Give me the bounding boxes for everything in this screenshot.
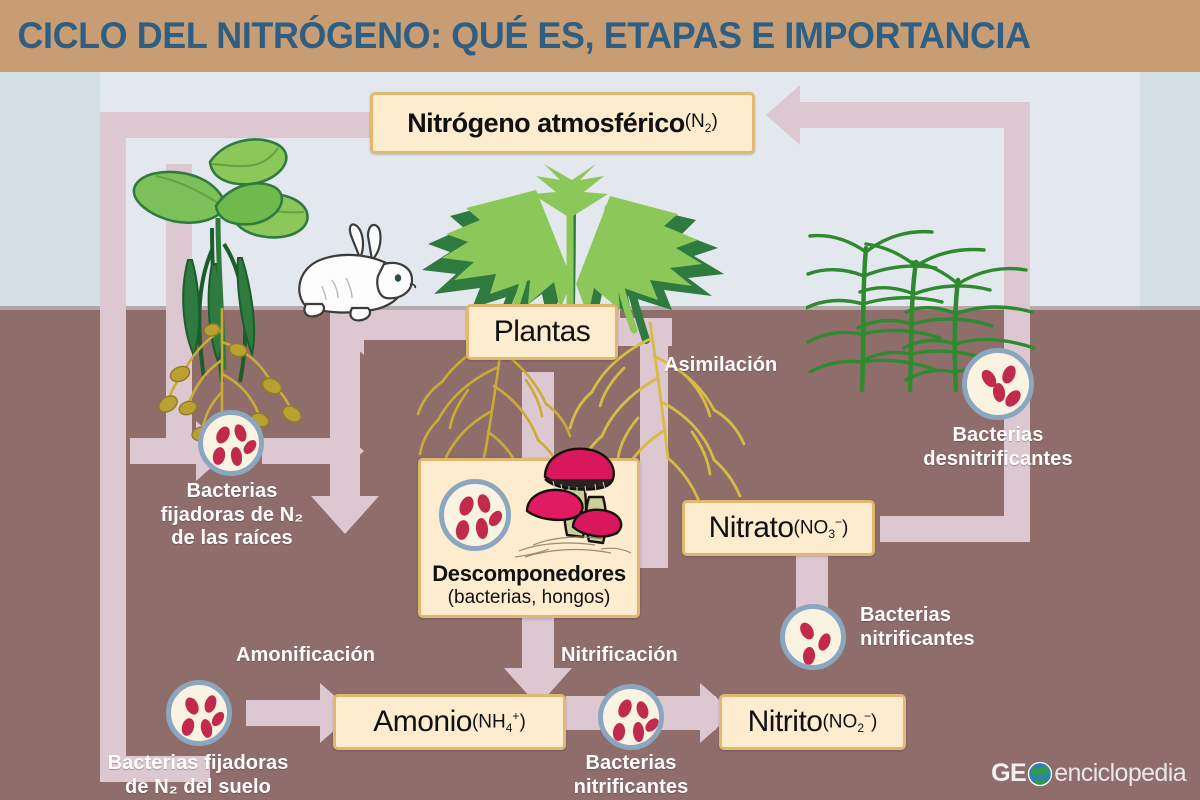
diagram-canvas: Nitrógeno atmosférico(N2) Plantas Nitrat…	[0, 72, 1200, 800]
label-assimilation: Asimilación	[664, 354, 778, 376]
label-root-fixing-line2: fijadoras de N₂	[160, 503, 304, 526]
mushroom-illustration	[514, 447, 632, 558]
bacteria-icon-root-fixing	[198, 410, 264, 476]
arrow-soil-to-atmosphere-vertical	[100, 112, 126, 782]
label-nitrifying-bacteria-right: Bacterias nitrificantes	[860, 604, 1050, 651]
atmospheric-nitrogen-formula: (N2)	[684, 111, 718, 135]
brand-logo[interactable]: GE enciclopedia	[991, 759, 1187, 788]
box-nitrate[interactable]: Nitrato(NO3−)	[682, 500, 875, 556]
label-denitrifying-line2: desnitrificantes	[923, 447, 1073, 470]
bamboo-plant-illustration	[806, 229, 1036, 392]
arrow-head-left-descend	[311, 496, 379, 534]
arrow-soil-bacteria-to-ammonium	[246, 700, 326, 726]
nitrate-formula: (NO3−)	[793, 514, 849, 542]
globe-icon	[1028, 761, 1053, 786]
bacteria-icon-denitrifying	[962, 348, 1034, 420]
atmospheric-nitrogen-name: Nitrógeno atmosférico	[407, 107, 685, 138]
label-soil-fixing-bacteria: Bacterias fijadoras de N₂ del suelo	[68, 752, 328, 799]
label-denitrifying-bacteria: Bacterias desnitrificantes	[878, 424, 1118, 471]
box-atmospheric-nitrogen[interactable]: Nitrógeno atmosférico(N2)	[370, 92, 755, 154]
logo-secondary-text: enciclopedia	[1054, 759, 1186, 787]
arrow-denitrifying-riser	[1004, 102, 1030, 532]
bacteria-icon-nitrifying-bottom	[598, 684, 664, 750]
header-banner: CICLO DEL NITRÓGENO: QUÉ ES, ETAPAS E IM…	[0, 0, 1200, 72]
label-soil-fixing-line2: de N₂ del suelo	[125, 775, 271, 798]
arrow-head-to-atmosphere	[766, 85, 800, 145]
label-root-fixing-bacteria: Bacterias fijadoras de N₂ de las raíces	[122, 480, 342, 551]
card-decomposers[interactable]: Descomponedores (bacterias, hongos)	[418, 447, 640, 618]
label-nitrifying-right-line1: Bacterias	[860, 604, 951, 626]
ammonium-name: Amonio	[373, 705, 472, 738]
label-root-fixing-line3: de las raíces	[171, 527, 293, 550]
label-nitrifying-bottom-line1: Bacterias	[585, 752, 677, 774]
plant-roots-right-illustration	[568, 322, 746, 522]
box-nitrite[interactable]: Nitrito(NO2−)	[719, 694, 906, 750]
rabbit-illustration	[298, 223, 417, 322]
arrow-decomposers-to-ammonium	[522, 612, 554, 674]
arrow-root-bacteria-out	[262, 438, 332, 464]
decomposers-title: Descomponedores	[432, 561, 626, 586]
legume-plant-illustration	[132, 138, 309, 383]
nitrite-name: Nitrito	[747, 705, 823, 738]
label-root-fixing-line1: Bacterias	[186, 480, 278, 502]
box-plants[interactable]: Plantas	[466, 304, 618, 360]
nitrate-name: Nitrato	[708, 511, 794, 544]
label-denitrifying-line1: Bacterias	[952, 424, 1044, 446]
ammonium-formula: (NH4+)	[471, 708, 526, 736]
label-nitrifying-bottom-line2: nitrificantes	[573, 775, 689, 798]
label-ammonification: Amonificación	[236, 644, 376, 666]
arrow-bottom-left-elbow	[100, 756, 210, 782]
nitrite-formula: (NO2−)	[822, 708, 878, 736]
arrow-atmosphere-top-left-elbow	[100, 112, 390, 138]
bacteria-icon-nitrifying-right	[780, 604, 846, 670]
label-nitrifying-right-line2: nitrificantes	[860, 627, 975, 650]
page-title: CICLO DEL NITRÓGENO: QUÉ ES, ETAPAS E IM…	[17, 15, 1031, 56]
label-nitrification: Nitrificación	[561, 644, 678, 666]
box-ammonium[interactable]: Amonio(NH4+)	[333, 694, 566, 750]
decomposers-subtitle: (bacterias, hongos)	[447, 587, 611, 608]
bacteria-icon-decomposers	[439, 479, 511, 551]
arrow-denitrifying-to-atmosphere	[800, 102, 1030, 128]
arrow-root-loop-feed	[130, 438, 200, 464]
label-soil-fixing-line1: Bacterias fijadoras	[107, 752, 289, 774]
arrow-left-descend	[330, 310, 360, 500]
bacteria-icon-soil-fixing	[166, 680, 232, 746]
logo-primary-text: GE	[991, 759, 1027, 787]
label-nitrifying-bacteria-bottom: Bacterias nitrificantes	[541, 752, 721, 799]
fern-bush-illustration	[422, 164, 724, 344]
plants-name: Plantas	[493, 315, 591, 348]
